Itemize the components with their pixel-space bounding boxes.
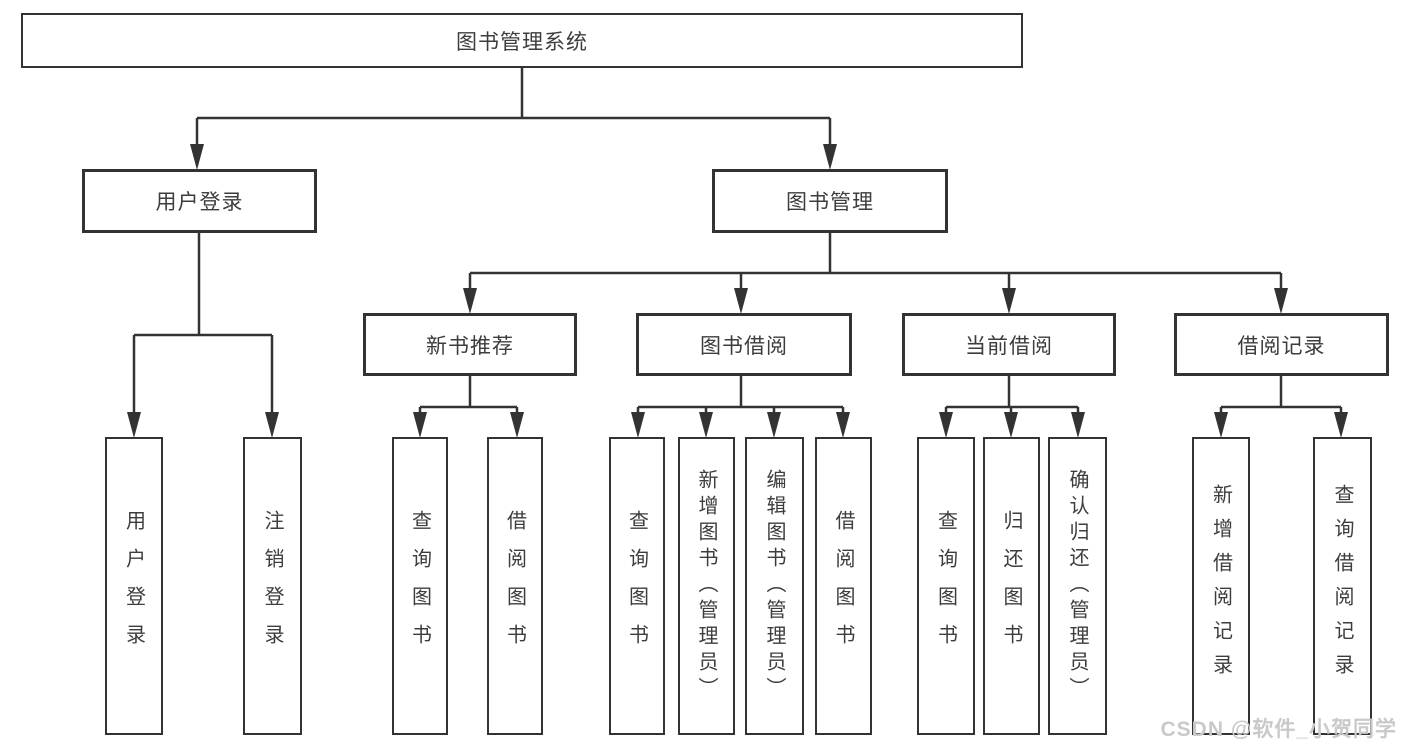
arrowhead xyxy=(127,412,141,438)
leaf-logout: 注销登录 xyxy=(243,437,302,735)
arrowhead xyxy=(939,412,953,438)
leaf-query-books-current: 查询图书 xyxy=(917,437,975,735)
leaf-label: 确认归还（管理员） xyxy=(1066,469,1088,703)
node-book-management: 图书管理 xyxy=(712,169,948,233)
arrowhead xyxy=(1334,412,1348,438)
node-current-borrowing: 当前借阅 xyxy=(902,313,1116,376)
leaf-return-books: 归还图书 xyxy=(983,437,1040,735)
arrowhead xyxy=(413,412,427,438)
leaf-add-borrow-record: 新增借阅记录 xyxy=(1192,437,1250,735)
node-book-borrowing: 图书借阅 xyxy=(636,313,852,376)
node-label: 图书管理 xyxy=(786,191,874,214)
leaf-query-borrow-record: 查询借阅记录 xyxy=(1313,437,1372,735)
node-user-login: 用户登录 xyxy=(82,169,317,233)
node-label: 当前借阅 xyxy=(965,334,1053,358)
leaf-borrow-books-borrowing: 借阅图书 xyxy=(815,437,872,735)
arrowhead xyxy=(1002,288,1016,314)
arrowhead xyxy=(1214,412,1228,438)
arrowhead xyxy=(510,412,524,438)
node-library-management-system: 图书管理系统 xyxy=(21,13,1023,68)
leaf-label: 查询图书 xyxy=(934,510,957,662)
node-label: 借阅记录 xyxy=(1237,334,1326,358)
arrowhead xyxy=(463,288,477,314)
leaf-label: 查询借阅记录 xyxy=(1331,484,1353,688)
csdn-watermark: CSDN @软件_小贺同学 xyxy=(1160,718,1397,741)
arrowhead xyxy=(1004,412,1018,438)
leaf-user-login: 用户登录 xyxy=(105,437,163,735)
node-borrowing-records: 借阅记录 xyxy=(1174,313,1389,376)
leaf-label: 用户登录 xyxy=(122,510,145,662)
leaf-edit-books-admin: 编辑图书（管理员） xyxy=(745,437,804,735)
leaf-label: 新增图书（管理员） xyxy=(695,469,717,703)
leaf-label: 新增借阅记录 xyxy=(1209,484,1232,688)
arrowhead xyxy=(823,144,837,170)
arrowhead xyxy=(265,412,279,438)
leaf-label: 注销登录 xyxy=(261,510,283,662)
leaf-label: 归还图书 xyxy=(1000,510,1022,662)
leaf-query-books-recommend: 查询图书 xyxy=(392,437,448,735)
leaf-query-books-borrowing: 查询图书 xyxy=(609,437,665,735)
node-label: 新书推荐 xyxy=(426,334,514,358)
arrowhead xyxy=(734,288,748,314)
leaf-label: 编辑图书（管理员） xyxy=(763,469,785,703)
arrowhead xyxy=(1071,412,1085,438)
node-label: 图书管理系统 xyxy=(456,30,588,54)
leaf-add-books-admin: 新增图书（管理员） xyxy=(678,437,735,735)
node-label: 图书借阅 xyxy=(700,334,788,358)
node-new-book-recommend: 新书推荐 xyxy=(363,313,577,376)
arrowhead xyxy=(836,412,850,438)
leaf-label: 查询图书 xyxy=(408,510,431,662)
arrowhead xyxy=(1274,288,1288,314)
leaf-confirm-return-admin: 确认归还（管理员） xyxy=(1048,437,1107,735)
node-label: 用户登录 xyxy=(155,191,244,214)
arrowhead xyxy=(631,412,645,438)
leaf-label: 借阅图书 xyxy=(832,510,854,662)
leaf-borrow-books-recommend: 借阅图书 xyxy=(487,437,543,735)
leaf-label: 查询图书 xyxy=(625,510,648,662)
arrowhead xyxy=(699,412,713,438)
arrowhead xyxy=(767,412,781,438)
arrowhead xyxy=(190,144,204,170)
leaf-label: 借阅图书 xyxy=(503,510,526,662)
